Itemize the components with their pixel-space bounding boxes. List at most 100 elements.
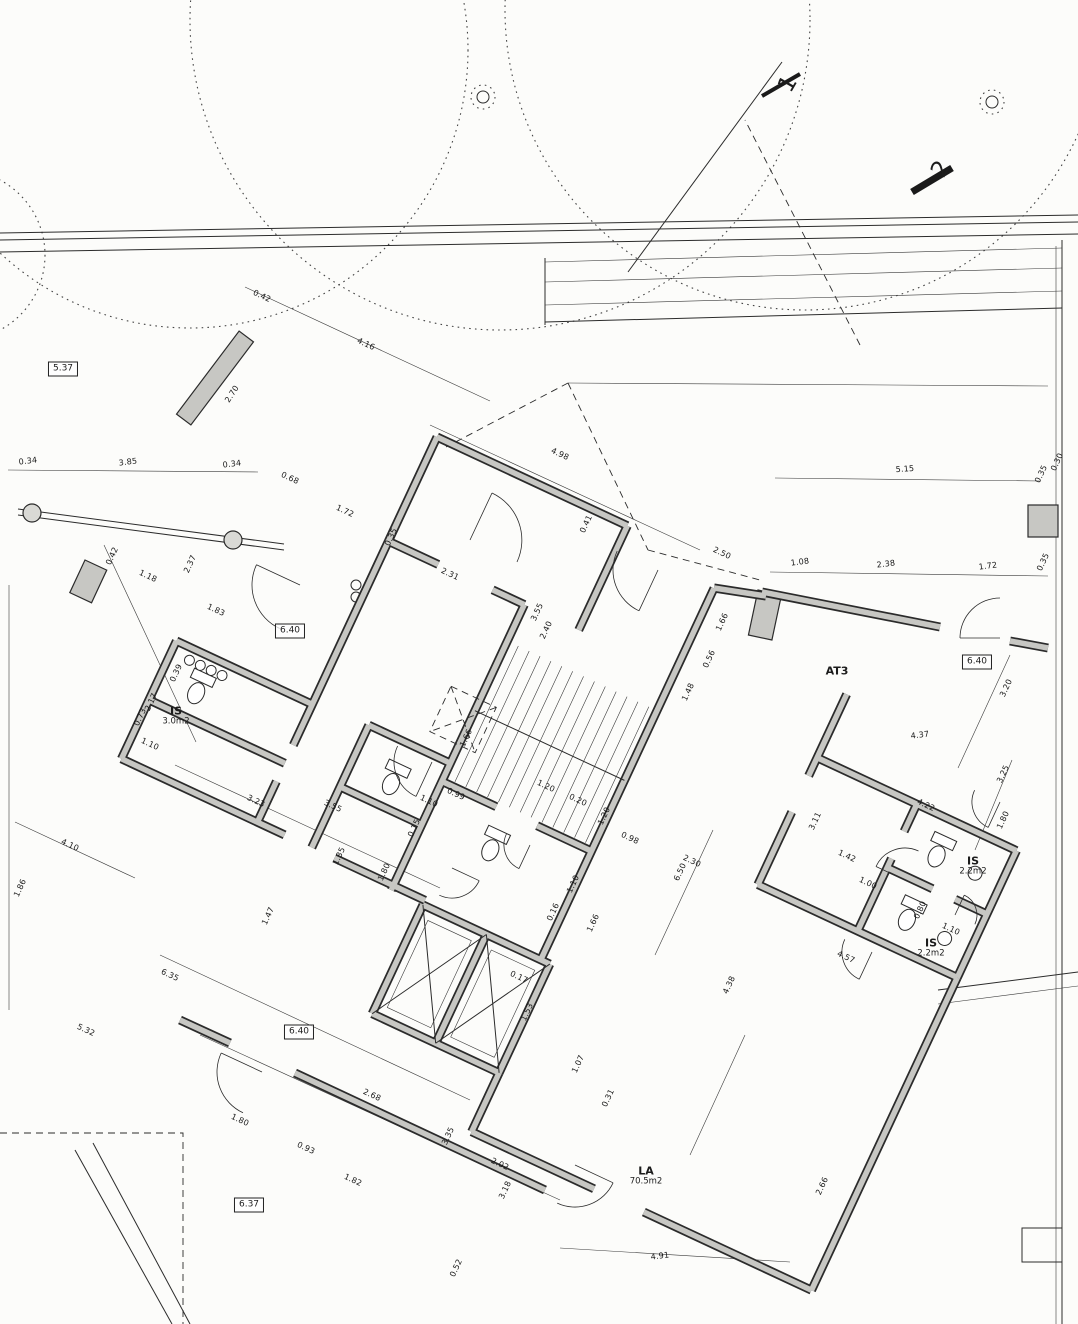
dimension-label: 4.91 (650, 1250, 670, 1262)
stair-treads (454, 645, 650, 843)
dimension-label: 1.53 (518, 1001, 536, 1023)
dimension-label: 2.50 (711, 544, 733, 562)
reference-label: 6.40 (283, 1024, 315, 1040)
reference-label: 6.40 (961, 654, 993, 670)
dimension-label: 0.99 (445, 785, 467, 803)
dimension-label: 0.34 (222, 458, 242, 470)
dimension-label: 1.20 (535, 777, 557, 795)
dimension-label: 0.68 (279, 469, 301, 487)
dimension-label: 4.16 (355, 335, 377, 353)
door-arcs (216, 492, 1001, 1208)
dimension-label: 2.38 (876, 558, 896, 570)
site-dotted-circle (189, 0, 811, 331)
dimension-label: 4.38 (720, 974, 738, 996)
dimension-label: 1.80 (994, 809, 1012, 831)
fixtures (183, 654, 983, 947)
dimension-label: 4.37 (910, 729, 930, 741)
sink-symbol (205, 664, 217, 676)
dimension-label: 0.98 (619, 829, 641, 847)
dimension-label: 0.17 (508, 968, 530, 986)
site-dotted-circle (0, 0, 469, 329)
road-band (0, 214, 1078, 325)
dimension-label: 2.66 (813, 1175, 831, 1197)
dimension-label: 1.08 (790, 556, 810, 568)
reference-label: 6.40 (274, 623, 306, 639)
dimension-label: 0.35 (1034, 551, 1052, 573)
dimension-label: 1.10 (564, 873, 582, 895)
dimension-label: 6.35 (159, 966, 181, 984)
dimension-label: 1.80 (229, 1111, 251, 1129)
dimension-label: 0.42 (103, 545, 121, 567)
misc-right-walls (747, 504, 1078, 1263)
dimension-label: 1.86 (11, 877, 29, 899)
dimension-label: 2.70 (223, 383, 241, 405)
dimension-label: 3.25 (994, 763, 1012, 785)
sink-symbol (967, 865, 983, 881)
dimension-label: 1.66 (457, 727, 475, 749)
dimension-label: 0.16 (544, 901, 562, 923)
toilet-symbol (481, 824, 512, 862)
dimension-label: 1.20 (595, 805, 613, 827)
dimension-label: 0.31 (599, 1087, 617, 1109)
dimension-label: 0.56 (700, 648, 718, 670)
dimension-label: 5.15 (895, 463, 915, 475)
dimension-label: 0.35 (1032, 463, 1050, 485)
dimension-label: 3.18 (496, 1179, 514, 1201)
dimension-label: 2.02 (489, 1155, 511, 1173)
dimension-label: 1.00 (857, 874, 879, 892)
site-wall-bar (175, 330, 255, 426)
dimension-label: 0.39 (167, 662, 185, 684)
dimension-label: 6.50 (671, 861, 689, 883)
sight-lines (445, 382, 1049, 581)
dimension-label: 1.66 (584, 912, 602, 934)
section-marks (627, 61, 954, 346)
dimension-label: 1.72 (978, 560, 998, 572)
dimension-label: 1.82 (342, 1171, 364, 1189)
dimension-label: 1.07 (569, 1053, 587, 1075)
dimension-label: 1.47 (259, 905, 277, 927)
dimension-label: 1.10 (139, 735, 161, 753)
dimension-label: 3.20 (997, 677, 1015, 699)
dimension-label: 1.42 (836, 847, 858, 865)
dimension-label: 0.42 (251, 287, 273, 305)
dimension-label: 0.15 (405, 817, 423, 839)
toilet-symbol (187, 667, 217, 705)
benchmark-symbol (470, 84, 1005, 115)
dimension-label: 2.68 (361, 1086, 383, 1104)
boundary-bottom-left (0, 1132, 191, 1324)
dimension-label: 1.18 (137, 567, 159, 585)
site-dotted-circle (504, 0, 1078, 311)
sink-symbol (183, 654, 195, 666)
dimension-label: 4.22 (915, 796, 937, 814)
shaft-dashed-symbol (429, 685, 497, 754)
column-symbol (350, 579, 362, 591)
colonnade (17, 330, 362, 604)
plan-border (8, 240, 1063, 1324)
section-marker-label: 1 (773, 71, 803, 97)
dimension-label: 0.52 (447, 1257, 465, 1279)
dimension-label: 4.10 (59, 836, 81, 854)
dimension-label: 1.83 (205, 601, 227, 619)
dimension-label: 0.80 (911, 899, 929, 921)
elevator-shafts (371, 685, 551, 1073)
section-marker-label: 2 (926, 156, 956, 182)
dimension-label: 0.20 (567, 791, 589, 809)
reference-label: 5.37 (47, 361, 79, 377)
sink-symbol (937, 931, 953, 947)
dimension-label: 2.37 (181, 553, 199, 575)
dimension-label: 0.41 (577, 513, 595, 535)
site-dotted-circle (0, 179, 46, 331)
sink-symbol (194, 659, 206, 671)
dimension-label: 1.35 (330, 845, 348, 867)
dimension-label: 4.57 (835, 948, 857, 966)
dimension-label: 0.35 (382, 526, 400, 548)
dimension-label: 3.11 (806, 810, 824, 832)
dimension-label: 3.55 (528, 601, 546, 623)
dimension-label: 1.10 (940, 920, 962, 938)
